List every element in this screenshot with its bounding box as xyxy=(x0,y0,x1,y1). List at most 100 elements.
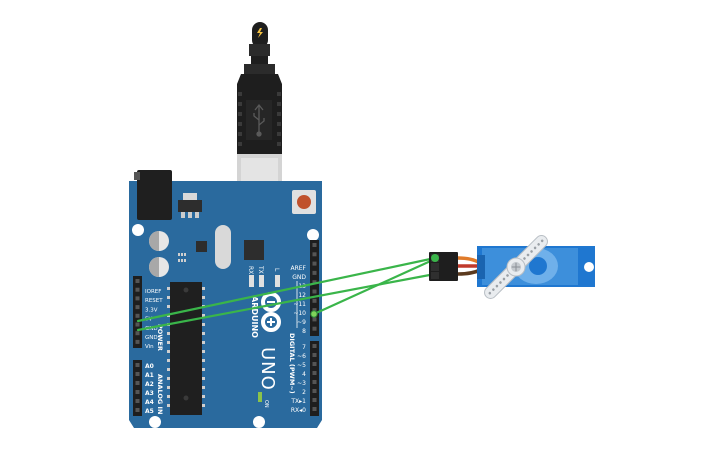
chip-pin xyxy=(167,341,170,344)
rx-led xyxy=(249,275,254,287)
on-label: ON xyxy=(263,400,269,408)
header-hole xyxy=(312,270,317,275)
atmega-chip xyxy=(170,282,202,415)
lightning-icon xyxy=(257,28,263,38)
wire-gnd[interactable] xyxy=(136,272,437,332)
horn-hole xyxy=(495,284,499,288)
chip-pin xyxy=(167,332,170,335)
horn-hole xyxy=(540,239,544,243)
digital-pin-label: GND xyxy=(292,274,306,281)
connector-pin-highlight[interactable] xyxy=(431,254,439,262)
header-hole xyxy=(135,331,140,336)
wires xyxy=(136,256,437,332)
header-hole xyxy=(135,372,140,376)
header-hole xyxy=(312,261,317,266)
crystal-oscillator xyxy=(215,225,231,269)
header-hole xyxy=(312,380,317,384)
power-pin-label: Vin xyxy=(145,344,154,350)
chip-pin xyxy=(167,350,170,353)
horn-hole xyxy=(499,281,502,284)
model-text: UNO xyxy=(257,347,278,391)
mount-hole xyxy=(149,416,161,428)
digital-pin-label: RX◂0 xyxy=(291,407,306,414)
chip-pin xyxy=(202,323,205,326)
chip-pin xyxy=(202,395,205,398)
header-hole xyxy=(312,298,317,303)
analog-pin-label: A0 xyxy=(145,363,154,370)
rx-label: RX xyxy=(247,266,254,274)
chip-pin xyxy=(202,332,205,335)
mount-hole xyxy=(307,229,319,241)
analog-pin-label: A4 xyxy=(145,399,154,406)
servo-mount-hole xyxy=(584,262,594,272)
capacitor xyxy=(149,231,169,251)
header-hole xyxy=(312,243,317,247)
wire-signal-pin10[interactable] xyxy=(312,257,437,316)
wire-5v[interactable] xyxy=(136,256,437,323)
horn-hole xyxy=(506,274,509,277)
chip-pin xyxy=(202,314,205,317)
servo-horn[interactable] xyxy=(480,231,552,303)
chip-pin xyxy=(202,404,205,407)
digital-pin-label: 12 xyxy=(298,292,306,299)
chip-pin xyxy=(202,287,205,290)
horn-hole xyxy=(526,253,530,257)
power-header xyxy=(133,276,142,348)
chip-pin xyxy=(167,287,170,290)
tx-led xyxy=(259,275,264,287)
analog-pin-label: A3 xyxy=(145,390,154,397)
header-hole xyxy=(135,279,140,283)
digital-header-label: DIGITAL (PWM~) xyxy=(288,333,296,394)
horn-hole xyxy=(533,246,537,250)
pin10-connection-point[interactable] xyxy=(310,310,318,318)
digital-pin-label: ~5 xyxy=(297,362,306,369)
chip-pin xyxy=(167,296,170,299)
header-hole xyxy=(312,326,317,331)
chip-pin xyxy=(202,359,205,362)
digital-pin-label: ~10 xyxy=(293,310,306,317)
header-hole xyxy=(312,344,317,348)
chip-pin xyxy=(202,377,205,380)
power-pin-label: GND xyxy=(145,335,158,341)
usb-cable-ferrule xyxy=(249,44,270,56)
arduino-uno-board[interactable]: RX TX L ARDUINO UNO ON IOREFRESET3.3V5VG… xyxy=(129,170,322,428)
horn-hole xyxy=(502,277,506,281)
header-hole xyxy=(312,398,317,402)
usb-controller-chip xyxy=(244,240,264,260)
horn-hole xyxy=(537,243,540,246)
horn-hole xyxy=(530,250,533,253)
power-header-label: POWER xyxy=(156,324,164,351)
header-hole xyxy=(135,287,140,292)
chip-pin xyxy=(202,296,205,299)
header-hole xyxy=(135,381,140,385)
power-pin-label: GND xyxy=(145,326,158,332)
header-hole xyxy=(312,371,317,375)
chip-pin xyxy=(202,386,205,389)
servo-wire-signal xyxy=(457,256,481,265)
digital-pin-label: ~9 xyxy=(297,319,306,326)
servo-wire-ground xyxy=(457,268,481,276)
tx-label: TX xyxy=(257,265,264,274)
digital-pin-label: 7 xyxy=(302,344,306,351)
usb-icon xyxy=(253,103,265,137)
digital-pin-label: 2 xyxy=(302,389,306,396)
servo-motor[interactable] xyxy=(429,231,595,303)
chip-pin xyxy=(167,395,170,398)
chip-pin xyxy=(167,404,170,407)
digital-pin-label: ~6 xyxy=(297,353,306,360)
l-led xyxy=(275,275,280,287)
chip-pin xyxy=(167,305,170,308)
header-hole xyxy=(135,390,140,394)
digital-header-top xyxy=(310,240,319,336)
digital-pin-label: 4 xyxy=(302,371,306,378)
dc-power-jack xyxy=(137,170,172,220)
power-pin-label: 3.3V xyxy=(145,307,158,313)
chip-pin xyxy=(167,359,170,362)
header-hole xyxy=(135,339,140,344)
header-hole xyxy=(135,322,140,327)
digital-pin-label: ~3 xyxy=(297,380,306,387)
header-hole xyxy=(135,305,140,310)
header-hole xyxy=(312,353,317,357)
mount-hole xyxy=(132,224,144,236)
